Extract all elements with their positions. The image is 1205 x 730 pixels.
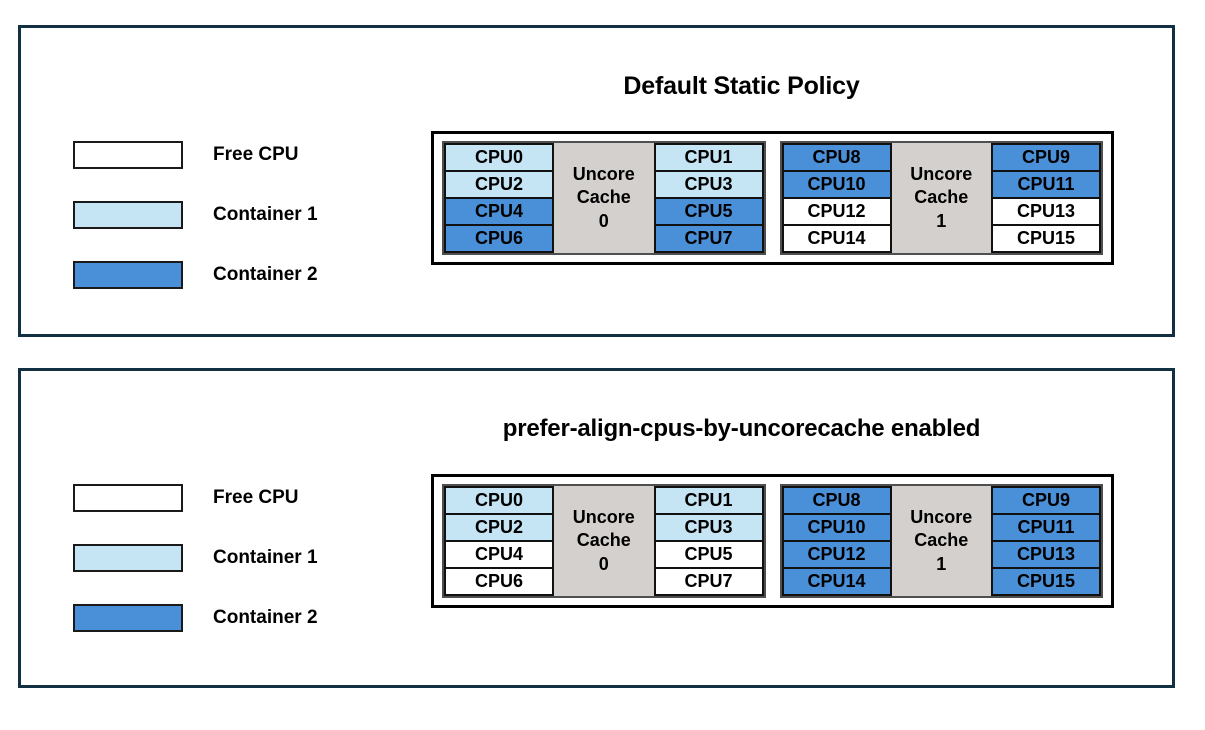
cpu-cell: CPU14 [781,567,892,596]
cpu-cell: CPU14 [781,224,892,253]
legend-label-container-2: Container 2 [213,607,318,628]
uncore-cache-group-1: CPU8 CPU10 CPU12 CPU14 Uncore Cache 1 CP… [779,484,1103,598]
cpu-cell: CPU6 [444,224,554,253]
cpu-column-left: CPU8 CPU10 CPU12 CPU14 [781,143,892,253]
cpu-column-right: CPU1 CPU3 CPU5 CPU7 [653,486,764,596]
cpu-topology-diagram: CPU0 CPU2 CPU4 CPU6 Uncore Cache 0 CPU1 … [431,131,1114,265]
legend-item-container-2: Container 2 [73,588,318,648]
cpu-column-right: CPU9 CPU11 CPU13 CPU15 [991,143,1101,253]
cpu-cell: CPU10 [781,513,892,542]
uncore-cache-label: Uncore Cache 1 [891,486,991,596]
cpu-column-right: CPU1 CPU3 CPU5 CPU7 [653,143,764,253]
cpu-cell: CPU13 [991,197,1101,226]
cpu-cell: CPU6 [444,567,554,596]
cpu-cell: CPU1 [653,486,764,515]
uncore-cache-label-line1: Uncore [572,164,635,185]
uncore-cache-label-line2: Cache [576,187,631,208]
legend-item-container-2: Container 2 [73,245,318,305]
uncore-cache-label: Uncore Cache 0 [554,143,654,253]
cpu-cell: CPU7 [653,224,764,253]
cpu-cell: CPU10 [781,170,892,199]
cpu-cell: CPU2 [444,513,554,542]
uncore-cache-label-line3: 1 [936,553,947,574]
cpu-cell: CPU7 [653,567,764,596]
cpu-cell: CPU8 [781,143,892,172]
legend: Free CPU Container 1 Container 2 [73,125,318,305]
uncore-cache-label-line2: Cache [576,530,631,551]
cpu-cell: CPU12 [781,540,892,569]
cpu-cell: CPU5 [653,540,764,569]
cpu-topology-diagram: CPU0 CPU2 CPU4 CPU6 Uncore Cache 0 CPU1 … [431,474,1114,608]
cpu-column-left: CPU0 CPU2 CPU4 CPU6 [444,143,554,253]
uncore-cache-label-line2: Cache [914,187,969,208]
cpu-cell: CPU2 [444,170,554,199]
legend-item-container-1: Container 1 [73,528,318,588]
uncore-cache-label-line3: 1 [936,210,947,231]
cpu-cell: CPU15 [991,567,1101,596]
legend-swatch-free-cpu [73,484,183,512]
cpu-cell: CPU3 [653,513,764,542]
legend-swatch-container-2 [73,604,183,632]
uncore-cache-label: Uncore Cache 0 [554,486,654,596]
cpu-column-left: CPU0 CPU2 CPU4 CPU6 [444,486,554,596]
uncore-cache-label: Uncore Cache 1 [891,143,991,253]
legend: Free CPU Container 1 Container 2 [73,468,318,648]
legend-label-container-1: Container 1 [213,204,318,225]
legend-label-container-1: Container 1 [213,547,318,568]
cpu-cell: CPU11 [991,513,1101,542]
uncore-cache-label-line1: Uncore [572,507,635,528]
uncore-cache-group-0: CPU0 CPU2 CPU4 CPU6 Uncore Cache 0 CPU1 … [442,484,766,598]
legend-label-container-2: Container 2 [213,264,318,285]
cpu-cell: CPU0 [444,486,554,515]
uncore-cache-label-line3: 0 [598,210,609,231]
cpu-cell: CPU3 [653,170,764,199]
legend-label-free-cpu: Free CPU [213,487,299,508]
cpu-cell: CPU11 [991,170,1101,199]
legend-swatch-container-1 [73,201,183,229]
legend-label-free-cpu: Free CPU [213,144,299,165]
cpu-cell: CPU9 [991,143,1101,172]
cpu-cell: CPU0 [444,143,554,172]
legend-item-container-1: Container 1 [73,185,318,245]
policy-panel-default: Default Static Policy Free CPU Container… [18,25,1175,337]
cpu-cell: CPU13 [991,540,1101,569]
cpu-cell: CPU1 [653,143,764,172]
cpu-column-left: CPU8 CPU10 CPU12 CPU14 [781,486,892,596]
uncore-cache-label-line3: 0 [598,553,609,574]
cpu-cell: CPU9 [991,486,1101,515]
cpu-column-right: CPU9 CPU11 CPU13 CPU15 [991,486,1101,596]
legend-swatch-free-cpu [73,141,183,169]
cpu-cell: CPU5 [653,197,764,226]
uncore-cache-label-line1: Uncore [910,507,973,528]
legend-item-free-cpu: Free CPU [73,468,318,528]
policy-panel-prefer-align: prefer-align-cpus-by-uncorecache enabled… [18,368,1175,688]
page-title: prefer-align-cpus-by-uncorecache enabled [502,415,981,442]
uncore-cache-group-0: CPU0 CPU2 CPU4 CPU6 Uncore Cache 0 CPU1 … [442,141,766,255]
legend-swatch-container-1 [73,544,183,572]
cpu-cell: CPU15 [991,224,1101,253]
cpu-cell: CPU8 [781,486,892,515]
cpu-cell: CPU4 [444,197,554,226]
uncore-cache-group-1: CPU8 CPU10 CPU12 CPU14 Uncore Cache 1 CP… [779,141,1103,255]
page-title: Default Static Policy [623,72,860,100]
legend-item-free-cpu: Free CPU [73,125,318,185]
cpu-cell: CPU12 [781,197,892,226]
legend-swatch-container-2 [73,261,183,289]
cpu-cell: CPU4 [444,540,554,569]
uncore-cache-label-line2: Cache [914,530,969,551]
uncore-cache-label-line1: Uncore [910,164,973,185]
